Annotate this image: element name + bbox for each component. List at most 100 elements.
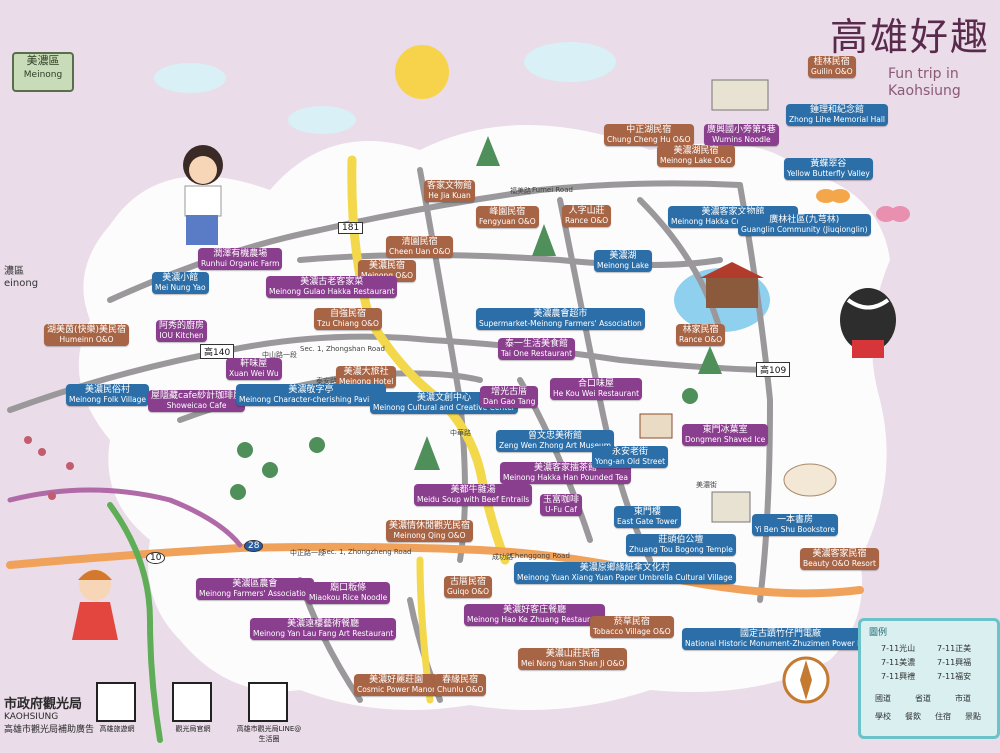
legend-item: 餐飲 [905,712,921,721]
qr-code[interactable]: 高雄市觀光局LINE@生活圈 [237,682,301,743]
temple-icon [639,413,673,439]
qr-code[interactable]: 觀光局官網 [172,682,212,733]
cloud-icons [154,42,616,134]
bear-illustration [840,288,896,358]
kaohsiung-tourism-logo: 市政府觀光局 KAOHSIUNG 高雄市觀光局補助廣告 [4,693,94,735]
tree-icons [230,136,722,500]
map-legend: 圖例 7-11光山 7-11正美 7-11美濃 7-11興福 7-11興禮 7-… [858,618,1000,739]
legend-title: 圖例 [869,628,888,638]
legend-item: 7-11美濃 [881,658,916,667]
cat-illustration [783,463,837,497]
road-name: 美濃街 [696,481,717,489]
route-marker: 高140 [200,344,235,359]
green-road [107,502,163,743]
area-tab-en: Meinong [23,70,63,81]
org-en: KAOHSIUNG [4,712,59,722]
road-name: 成功路 [492,553,513,561]
legend-item: 市道 [955,694,971,703]
road-name: Fumei Road [532,186,573,194]
legend-item: 國道 [875,694,891,703]
sun-icon [395,45,449,99]
gate-tower-icon [711,491,751,523]
butterfly-icon [816,189,850,203]
route-marker: 高109 [756,362,791,377]
road-name: 福美路 [510,187,531,195]
place-label[interactable]: 廣林社區(九芎林)Guanglin Community (Jiuqionglin… [738,214,871,237]
legend-item: 景點 [965,712,981,721]
qr-caption: 高雄市觀光局LINE@生活圈 [236,725,302,743]
route-marker: 28 [244,540,264,552]
compass-icon [782,656,830,704]
legend-item: 7-11正美 [937,644,972,653]
legend-item: 住宿 [935,712,951,721]
left-area-en: einong [4,278,39,289]
legend-item: 省道 [915,694,931,703]
legend-item: 7-11興福 [937,658,972,667]
road-name: 中華路 [450,429,471,437]
legend-item: 學校 [875,712,891,721]
road-name: 中山路一段 [262,351,297,359]
qr-code[interactable]: 高雄旅遊網 [96,682,136,733]
road-name: Chenggong Road [510,552,570,560]
area-tab: 美濃區 Meinong [12,52,74,92]
left-area-label: 濃區 einong [4,266,38,290]
road-name: 中正路一段 [290,549,325,557]
road-name: 泰安路 [316,377,337,385]
org-zh: 市政府觀光局 [4,697,83,712]
girl-illustration-2 [72,569,118,640]
legend-item: 7-11光山 [881,644,916,653]
qr-caption: 觀光局官網 [175,725,211,733]
road-name: Sec. 1, Zhongzheng Road [322,548,412,556]
map-title: 高雄好趣 [830,15,991,59]
